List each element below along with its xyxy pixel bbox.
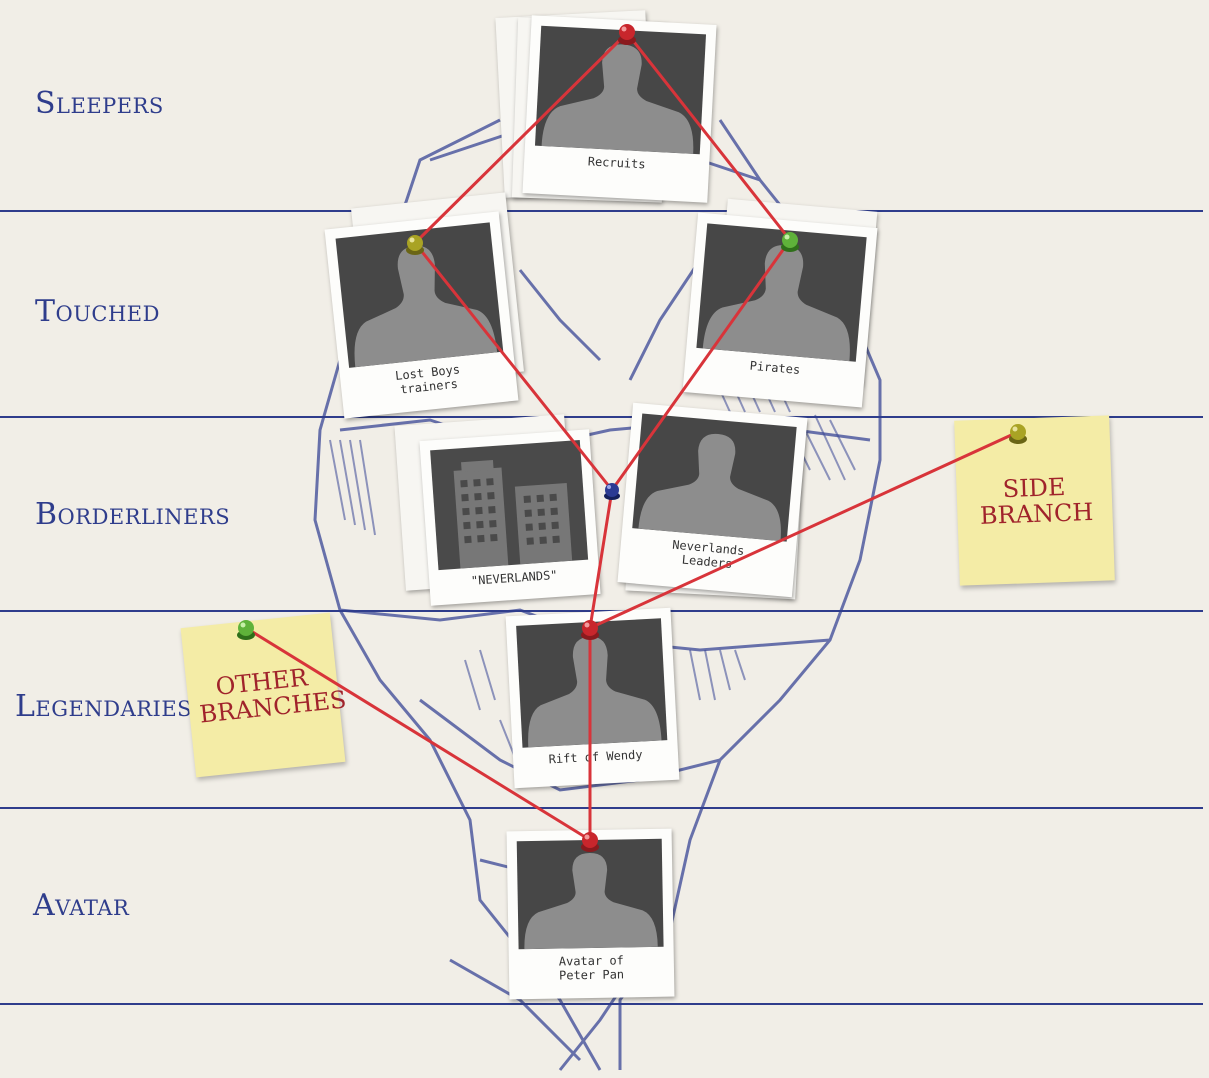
olive-pin-icon — [406, 235, 424, 255]
green-pin-icon — [781, 232, 799, 252]
green-pin-icon — [237, 620, 255, 640]
blue-pin-icon — [604, 483, 620, 500]
red-pin-icon — [618, 24, 636, 45]
olive-pin-icon — [1009, 424, 1027, 444]
red-pin-icon — [581, 620, 599, 640]
red-pin-icon — [581, 832, 599, 852]
